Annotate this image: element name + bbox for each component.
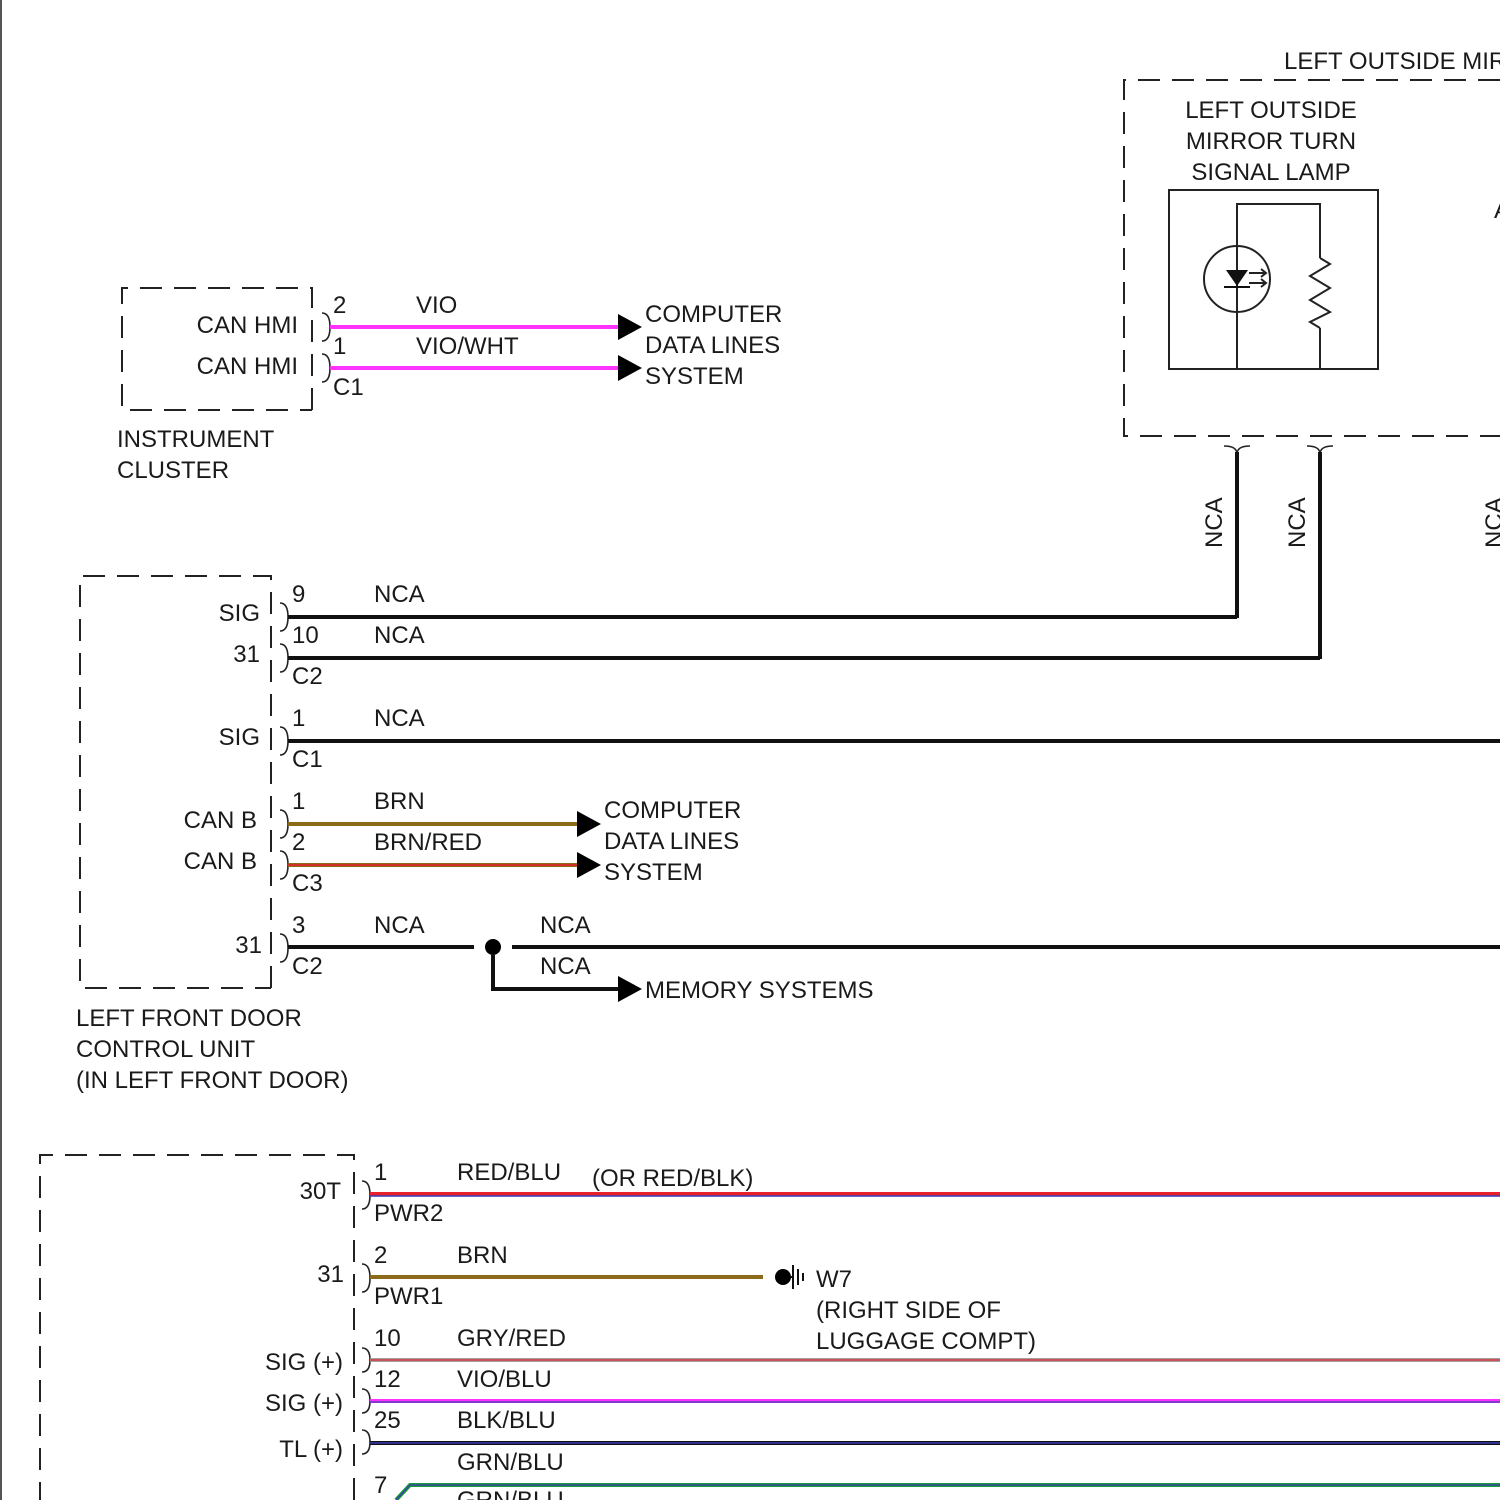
bm-r5-num: 25 <box>374 1407 401 1434</box>
cluster-dest-line3: SYSTEM <box>645 363 744 390</box>
mirror-title: LEFT OUTSIDE MIR <box>1284 48 1500 75</box>
bm-r7-wire: GRN/BLU <box>457 1487 564 1500</box>
door-r2-wire: NCA <box>374 622 425 649</box>
door-r6-wire: NCA <box>374 912 425 939</box>
cluster-dest-line1: COMPUTER <box>645 301 782 328</box>
cluster-name-line1: INSTRUMENT <box>117 426 275 453</box>
bottom-module: 30T 1 RED/BLU (OR RED/BLK) PWR2 31 2 BRN… <box>40 1155 1500 1500</box>
arrow-icon <box>577 811 601 837</box>
mirror-wire-3-label: NCA <box>1481 497 1500 548</box>
bm-r7-num: 7 <box>374 1472 387 1499</box>
door-r5-connector: C3 <box>292 870 323 897</box>
door-r5-label: CAN B <box>184 848 257 875</box>
bm-r1-label: 30T <box>300 1178 342 1205</box>
mirror-edge-mark: A <box>1494 197 1500 224</box>
bm-r1-connector: PWR2 <box>374 1200 443 1227</box>
instrument-cluster: CAN HMI CAN HMI 2 1 C1 VIO VIO/WHT COMPU… <box>117 288 782 484</box>
cluster-pin2-label: CAN HMI <box>197 353 298 380</box>
cluster-pin1-num: 2 <box>333 292 346 319</box>
door-unit-name-line3: (IN LEFT FRONT DOOR) <box>76 1067 348 1094</box>
bm-r3-num: 10 <box>374 1325 401 1352</box>
bm-r4-label: SIG (+) <box>265 1390 343 1417</box>
door-r4-wire: BRN <box>374 788 425 815</box>
bm-r6-wire: GRN/BLU <box>457 1449 564 1476</box>
door-r2-connector: C2 <box>292 663 323 690</box>
bm-r4-num: 12 <box>374 1366 401 1393</box>
door-r4-num: 1 <box>292 788 305 815</box>
bm-r2-wire: BRN <box>457 1242 508 1269</box>
bm-r1-wire: RED/BLU <box>457 1159 561 1186</box>
ground-location-line1: (RIGHT SIDE OF <box>816 1297 1001 1324</box>
bm-r1-num: 1 <box>374 1159 387 1186</box>
ground-location-line2: LUGGAGE COMPT) <box>816 1328 1036 1355</box>
mirror-wire-2-label: NCA <box>1284 497 1311 548</box>
cluster-outline <box>122 288 312 410</box>
ground-icon <box>775 1265 803 1289</box>
door-dest-line2: DATA LINES <box>604 828 739 855</box>
turn-signal-lamp <box>1169 190 1378 369</box>
cluster-wire2-color: VIO/WHT <box>416 333 519 360</box>
door-unit-name-line2: CONTROL UNIT <box>76 1036 255 1063</box>
door-r6-wire-after: NCA <box>540 912 591 939</box>
door-r3-num: 1 <box>292 705 305 732</box>
bm-r5-label: TL (+) <box>279 1436 343 1463</box>
door-r5-num: 2 <box>292 829 305 856</box>
resistor-icon <box>1310 258 1330 328</box>
arrow-icon <box>618 976 642 1002</box>
cluster-pin1-label: CAN HMI <box>197 312 298 339</box>
door-r3-label: SIG <box>219 724 260 751</box>
lamp-label-line1: LEFT OUTSIDE <box>1185 97 1357 124</box>
door-unit-name-line1: LEFT FRONT DOOR <box>76 1005 302 1032</box>
bm-r2-connector: PWR1 <box>374 1283 443 1310</box>
branch-destination: MEMORY SYSTEMS <box>645 977 874 1004</box>
bm-r1-alt-wire: (OR RED/BLK) <box>592 1165 753 1192</box>
splice-icon <box>485 939 501 955</box>
bm-r3-label: SIG (+) <box>265 1349 343 1376</box>
mirror-wire-1-label: NCA <box>1201 497 1228 548</box>
door-r1-num: 9 <box>292 581 305 608</box>
bm-r4-wire: VIO/BLU <box>457 1366 552 1393</box>
cluster-wire1-color: VIO <box>416 292 457 319</box>
door-r5-wire: BRN/RED <box>374 829 482 856</box>
cluster-connector: C1 <box>333 374 364 401</box>
arrow-icon <box>618 314 642 340</box>
door-r1-label: SIG <box>219 600 260 627</box>
bm-r3-wire: GRY/RED <box>457 1325 566 1352</box>
cluster-dest-line2: DATA LINES <box>645 332 780 359</box>
door-r3-connector: C1 <box>292 746 323 773</box>
door-r6-connector: C2 <box>292 953 323 980</box>
bm-r5-wire: BLK/BLU <box>457 1407 556 1434</box>
door-r2-num: 10 <box>292 622 319 649</box>
lamp-label-line3: SIGNAL LAMP <box>1191 159 1350 186</box>
branch-wire-label: NCA <box>540 953 591 980</box>
door-r4-label: CAN B <box>184 807 257 834</box>
ground-name: W7 <box>816 1266 852 1293</box>
cluster-name-line2: CLUSTER <box>117 457 229 484</box>
door-r2-label: 31 <box>233 641 260 668</box>
door-dest-line3: SYSTEM <box>604 859 703 886</box>
door-unit-outline <box>80 576 271 988</box>
arrow-icon <box>577 852 601 878</box>
door-dest-line1: COMPUTER <box>604 797 741 824</box>
bm-r2-label: 31 <box>317 1261 344 1288</box>
left-front-door-control-unit: SIG 9 NCA 31 10 NCA C2 SIG 1 NCA C1 CAN … <box>76 576 1500 1094</box>
door-r3-wire: NCA <box>374 705 425 732</box>
bm-r2-num: 2 <box>374 1242 387 1269</box>
door-r6-label: 31 <box>235 932 262 959</box>
cluster-pin2-num: 1 <box>333 333 346 360</box>
lamp-label-line2: MIRROR TURN <box>1186 128 1356 155</box>
left-outside-mirror: LEFT OUTSIDE MIR LEFT OUTSIDE MIRROR TUR… <box>1124 48 1500 659</box>
arrow-icon <box>618 355 642 381</box>
door-r6-num: 3 <box>292 912 305 939</box>
door-r1-wire: NCA <box>374 581 425 608</box>
